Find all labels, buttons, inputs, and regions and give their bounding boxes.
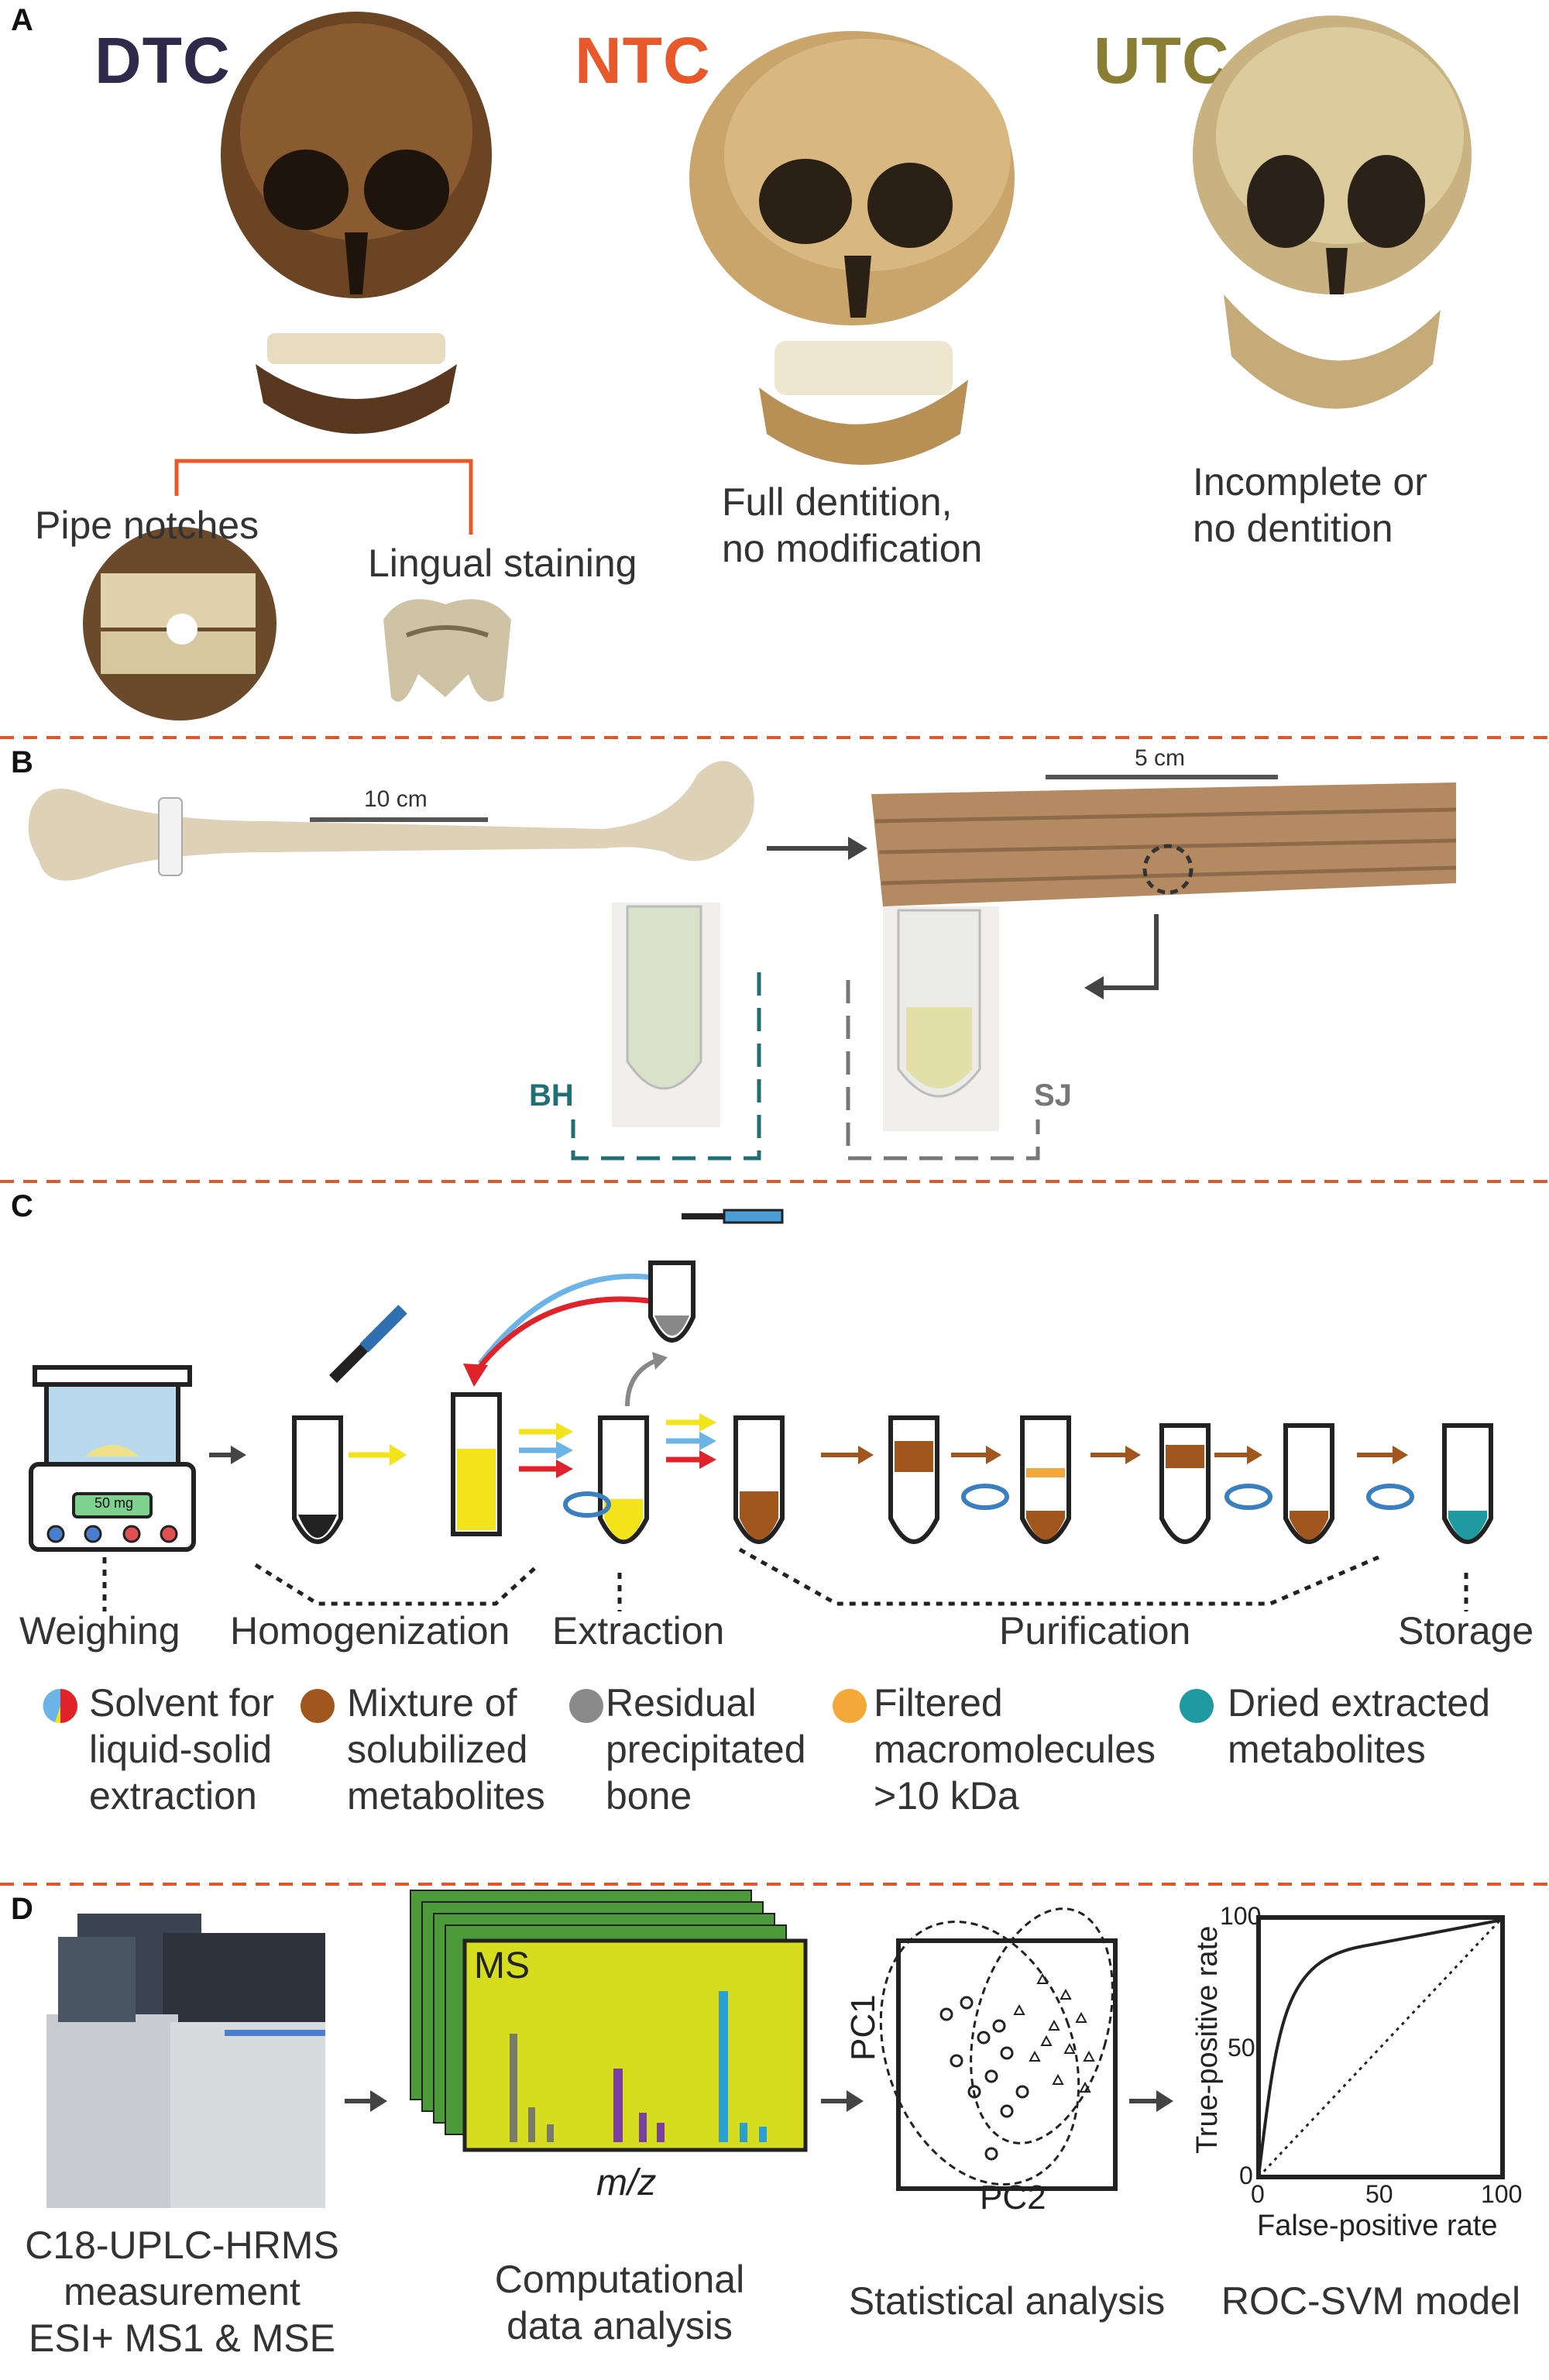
pipette-icon [329, 1209, 784, 1383]
workflow-arrows [209, 1273, 1408, 1478]
dtc-skull-image [221, 12, 492, 434]
sj-tube-image [883, 906, 999, 1131]
utc-description-2: no dentition [1193, 507, 1393, 550]
panel-label-a: A [11, 3, 33, 37]
lingual-staining-teeth-image [383, 599, 511, 702]
arrow-head [370, 2090, 387, 2112]
sj-bracket [846, 980, 1040, 1161]
scale-label-10cm: 10 cm [364, 786, 428, 812]
step-weighing: Weighing [19, 1609, 180, 1653]
instrument-caption-3: ESI+ MS1 & MSE [29, 2316, 335, 2360]
ms-spectra-stack [410, 1890, 808, 2152]
step-purification: Purification [999, 1609, 1191, 1653]
roc-x-tick: 50 [1365, 2180, 1393, 2208]
arrow-head [1156, 2090, 1173, 2112]
bh-tube-image [612, 903, 720, 1127]
legend-item-filtered: Filtered macromolecules >10 kDa [874, 1680, 1156, 1819]
panel-label-d: D [11, 1892, 33, 1926]
ntc-description-2: no modification [722, 527, 983, 570]
dtc-bracket [174, 459, 473, 535]
legend-text: bone [606, 1774, 692, 1818]
mz-axis-label: m/z [596, 2162, 657, 2203]
arrow-to-tube [1100, 914, 1159, 990]
roc-x-axis-label: False-positive rate [1257, 2210, 1498, 2242]
legend-text: liquid-solid [89, 1728, 273, 1771]
pca-plot [879, 1907, 1118, 2191]
panel-label-c: C [11, 1189, 33, 1223]
computational-caption-2: data analysis [507, 2304, 733, 2347]
bh-bracket [571, 972, 761, 1161]
centrifuge-icons [563, 1484, 1414, 1518]
arrow-head [848, 837, 867, 860]
roc-plot [1256, 1915, 1505, 2179]
arrow-head [1084, 976, 1104, 999]
statistical-caption: Statistical analysis [848, 2279, 1166, 2323]
ms-label: MS [474, 1945, 530, 1986]
legend-text: extraction [89, 1774, 257, 1818]
arrow-head [847, 2090, 864, 2112]
lingual-staining-label: Lingual staining [368, 542, 637, 585]
instrument-caption-1: C18-UPLC-HRMS [25, 2224, 339, 2267]
bh-label: BH [529, 1078, 574, 1113]
legend-text: Solvent for [89, 1681, 275, 1725]
legend-text: >10 kDa [874, 1774, 1019, 1818]
pipe-notches-label: Pipe notches [35, 504, 259, 547]
legend-text: Filtered [874, 1681, 1003, 1725]
roc-x-tick: 0 [1251, 2180, 1265, 2208]
sj-label: SJ [1034, 1078, 1072, 1113]
balance-icon [29, 1365, 196, 1552]
instrument-caption-2: measurement [64, 2270, 301, 2313]
sampling-site-circle [1142, 844, 1194, 895]
ntc-label: NTC [575, 24, 711, 97]
legend-text: macromolecules [874, 1728, 1156, 1771]
pc1-label: PC1 [844, 1994, 882, 2061]
instrument-image [46, 1914, 325, 2208]
femur-bone-image [28, 761, 754, 881]
utc-label: UTC [1094, 24, 1230, 97]
roc-y-tick: 0 [1239, 2162, 1253, 2189]
legend-text: Residual [606, 1681, 757, 1725]
dtc-label: DTC [94, 24, 231, 97]
utc-skull-image [1193, 15, 1472, 409]
computational-caption-1: Computational [494, 2258, 745, 2301]
legend-item-dried: Dried extracted metabolites [1228, 1680, 1490, 1773]
tube-contents [298, 1316, 1487, 1540]
pc2-label: PC2 [980, 2179, 1046, 2217]
scale-label-5cm: 5 cm [1135, 745, 1186, 771]
ntc-skull-image [689, 31, 1015, 465]
pipe-notch-teeth-image [83, 527, 276, 721]
roc-y-axis-label: True-positive rate [1191, 1925, 1224, 2154]
legend-text: precipitated [606, 1728, 806, 1771]
legend-item-solvent: Solvent for liquid-solid extraction [89, 1680, 274, 1819]
legend-dots [43, 1688, 1214, 1723]
legend-text: metabolites [347, 1774, 545, 1818]
stage-connectors [102, 1547, 1468, 1611]
balance-readout: 50 mg [94, 1495, 134, 1511]
roc-x-tick: 100 [1481, 2180, 1523, 2208]
legend-item-mixture: Mixture of solubilized metabolites [347, 1680, 545, 1819]
step-extraction: Extraction [552, 1609, 725, 1653]
step-homogenization: Homogenization [230, 1609, 510, 1653]
step-storage: Storage [1398, 1609, 1534, 1653]
legend-text: metabolites [1228, 1728, 1426, 1771]
legend-text: solubilized [347, 1728, 528, 1771]
roc-y-tick: 100 [1220, 1902, 1262, 1930]
legend-text: Mixture of [347, 1681, 517, 1725]
utc-description-1: Incomplete or [1193, 460, 1427, 504]
legend-text: Dried extracted [1228, 1681, 1491, 1725]
roc-model-caption: ROC-SVM model [1221, 2279, 1521, 2323]
roc-y-tick: 50 [1228, 2034, 1255, 2062]
panel-label-b: B [11, 745, 33, 779]
ntc-description-1: Full dentition, [722, 480, 953, 524]
legend-item-residual: Residual precipitated bone [606, 1680, 806, 1819]
